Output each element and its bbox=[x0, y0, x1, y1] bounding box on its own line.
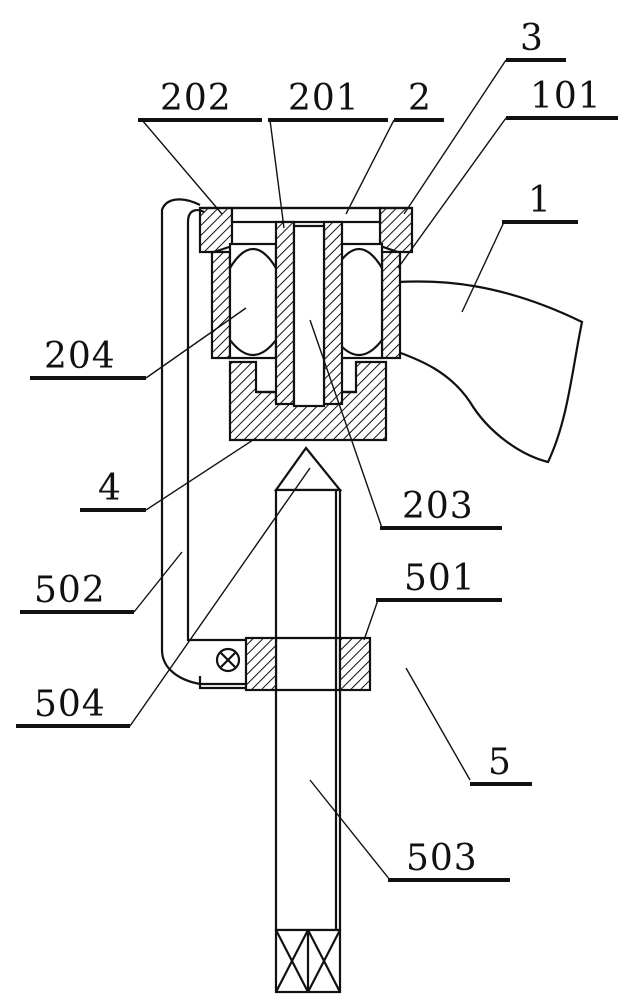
label-204: 204 bbox=[44, 336, 116, 377]
leader-lines bbox=[129, 59, 507, 881]
label-504: 504 bbox=[34, 684, 106, 725]
label-502: 502 bbox=[34, 570, 106, 611]
part-204-rollers bbox=[228, 242, 384, 360]
label-4: 4 bbox=[98, 468, 122, 509]
label-202: 202 bbox=[160, 78, 232, 119]
label-1: 1 bbox=[528, 180, 552, 221]
label-underlines bbox=[16, 58, 618, 882]
part-501-clamp-ring bbox=[244, 636, 372, 692]
part-101-sleeve bbox=[210, 250, 402, 360]
part-201-central-shaft bbox=[274, 220, 344, 408]
part-1-handle bbox=[397, 280, 584, 464]
label-101: 101 bbox=[530, 76, 602, 117]
label-501: 501 bbox=[404, 558, 476, 599]
label-3: 3 bbox=[520, 18, 544, 59]
part-2-top-cap bbox=[198, 206, 414, 254]
label-201: 201 bbox=[288, 78, 360, 119]
label-5: 5 bbox=[488, 742, 512, 783]
label-2: 2 bbox=[408, 78, 432, 119]
label-503: 503 bbox=[406, 838, 478, 879]
label-203: 203 bbox=[402, 486, 474, 527]
part-502-arm bbox=[160, 198, 246, 690]
part-503-end-cap bbox=[274, 928, 342, 994]
